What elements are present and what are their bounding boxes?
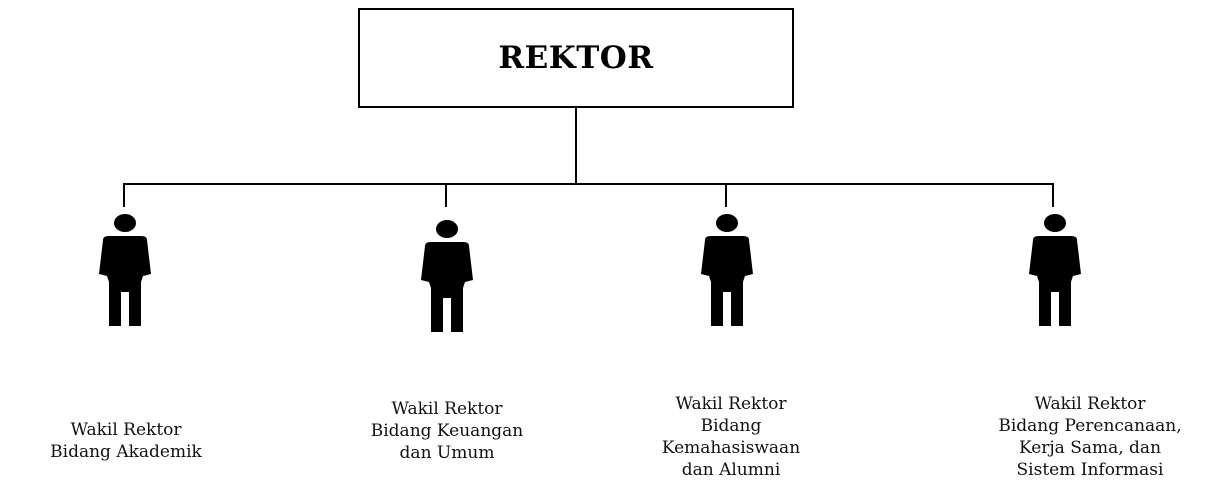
unit-label-line: Wakil Rektor — [675, 394, 787, 414]
unit-label-perencanaan: Wakil Rektor Bidang Perencanaan, Kerja S… — [960, 393, 1220, 481]
unit-label-line: Bidang Keuangan — [370, 421, 524, 441]
unit-label-keuangan: Wakil Rektor Bidang Keuangan dan Umum — [317, 398, 577, 464]
unit-label-akademik: Wakil Rektor Bidang Akademik — [0, 419, 256, 463]
unit-label-line: Wakil Rektor — [70, 420, 182, 440]
unit-label-line: dan Alumni — [681, 460, 781, 480]
rektor-title: REKTOR — [498, 40, 654, 76]
person-icon — [1029, 214, 1081, 326]
unit-label-kemahasiswaan: Wakil Rektor Bidang Kemahasiswaan dan Al… — [601, 393, 861, 481]
unit-label-line: Bidang — [700, 416, 762, 436]
rektor-box: REKTOR — [358, 8, 794, 108]
person-icon — [99, 214, 151, 326]
unit-label-line: Sistem Informasi — [1016, 460, 1164, 480]
unit-label-line: Kemahasiswaan — [661, 438, 801, 458]
unit-label-line: Wakil Rektor — [1034, 394, 1146, 414]
unit-label-line: Bidang Perencanaan, — [998, 416, 1182, 436]
person-icon — [701, 214, 753, 326]
unit-label-line: Bidang Akademik — [50, 442, 202, 462]
unit-label-line: dan Umum — [399, 443, 495, 463]
unit-label-line: Kerja Sama, dan — [1018, 438, 1162, 458]
unit-label-line: Wakil Rektor — [391, 399, 503, 419]
person-icon — [421, 220, 473, 332]
